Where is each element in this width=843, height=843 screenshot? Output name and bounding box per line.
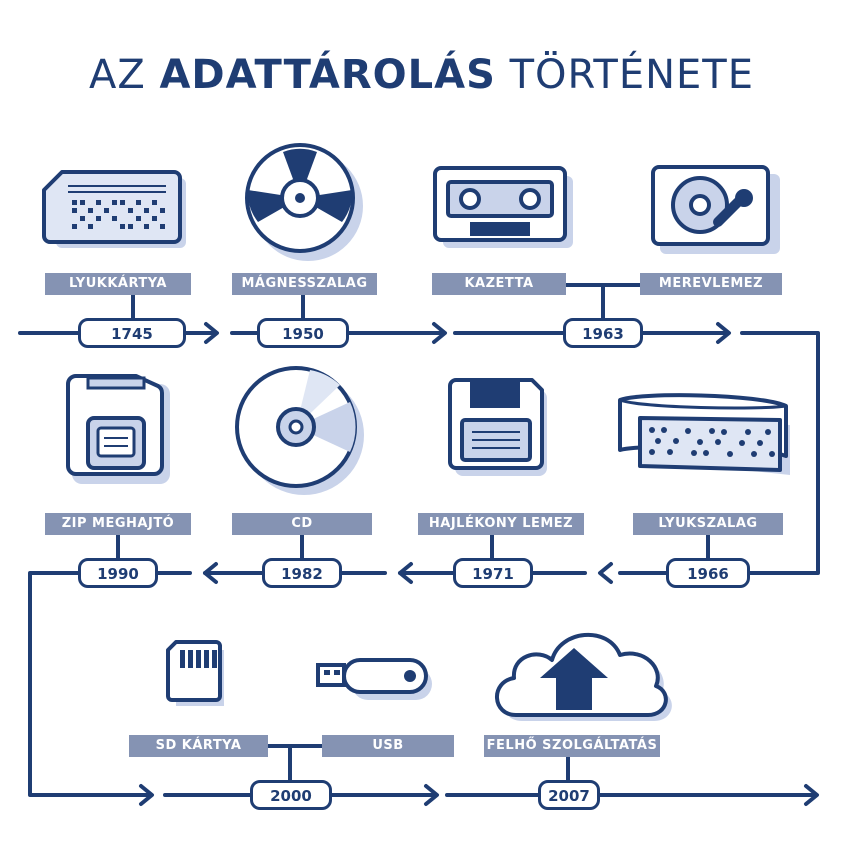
arrow-head-icon: [432, 322, 447, 344]
page-title: AZ ADATTÁROLÁS TÖRTÉNETE: [0, 52, 843, 98]
title-part1: AZ: [88, 52, 160, 98]
sd-card-icon: [166, 640, 224, 706]
punch-card-icon: [42, 170, 186, 248]
punched-tape-icon: [618, 393, 790, 475]
year-1971: 1971: [453, 558, 533, 588]
label-kazetta: KAZETTA: [432, 273, 566, 295]
title-part2: ADATTÁROLÁS: [159, 52, 496, 98]
label-magnesszalag: MÁGNESSZALAG: [232, 273, 377, 295]
label-sd-kartya: SD KÁRTYA: [129, 735, 268, 757]
timeline-lines: [18, 283, 820, 806]
arrow-head-icon: [398, 562, 413, 584]
label-usb: USB: [322, 735, 454, 757]
arrow-head-icon: [804, 784, 819, 806]
label-merevlemez: MEREVLEMEZ: [640, 273, 782, 295]
label-zip-meghajto: ZIP MEGHAJTÓ: [45, 513, 191, 535]
usb-drive-icon: [316, 658, 432, 700]
label-hajlekony-lemez: HAJLÉKONY LEMEZ: [418, 513, 584, 535]
year-2007: 2007: [538, 780, 600, 810]
floppy-disk-icon: [448, 378, 547, 476]
year-1745: 1745: [78, 318, 186, 348]
arrow-head-icon: [139, 784, 154, 806]
label-cd: CD: [232, 513, 372, 535]
label-lyukkartya: LYUKKÁRTYA: [45, 273, 191, 295]
arrow-head-icon: [204, 322, 219, 344]
zip-disk-icon: [66, 374, 170, 484]
cd-icon: [235, 366, 364, 495]
year-1990: 1990: [78, 558, 158, 588]
hard-disk-icon: [651, 165, 780, 254]
arrow-head-icon: [598, 562, 613, 584]
year-1982: 1982: [262, 558, 342, 588]
year-1950: 1950: [257, 318, 349, 348]
cloud-upload-icon: [495, 632, 672, 721]
arrow-head-icon: [716, 322, 731, 344]
year-1963: 1963: [563, 318, 643, 348]
year-2000: 2000: [250, 780, 332, 810]
label-lyukszalag: LYUKSZALAG: [633, 513, 783, 535]
arrow-head-icon: [424, 784, 439, 806]
magnetic-tape-reel-icon: [245, 143, 363, 261]
label-felho-szolgaltatas: FELHŐ SZOLGÁLTATÁS: [484, 735, 660, 757]
arrow-head-icon: [203, 562, 218, 584]
title-part3: TÖRTÉNETE: [495, 52, 755, 98]
cassette-icon: [433, 166, 573, 248]
year-1966: 1966: [666, 558, 750, 588]
